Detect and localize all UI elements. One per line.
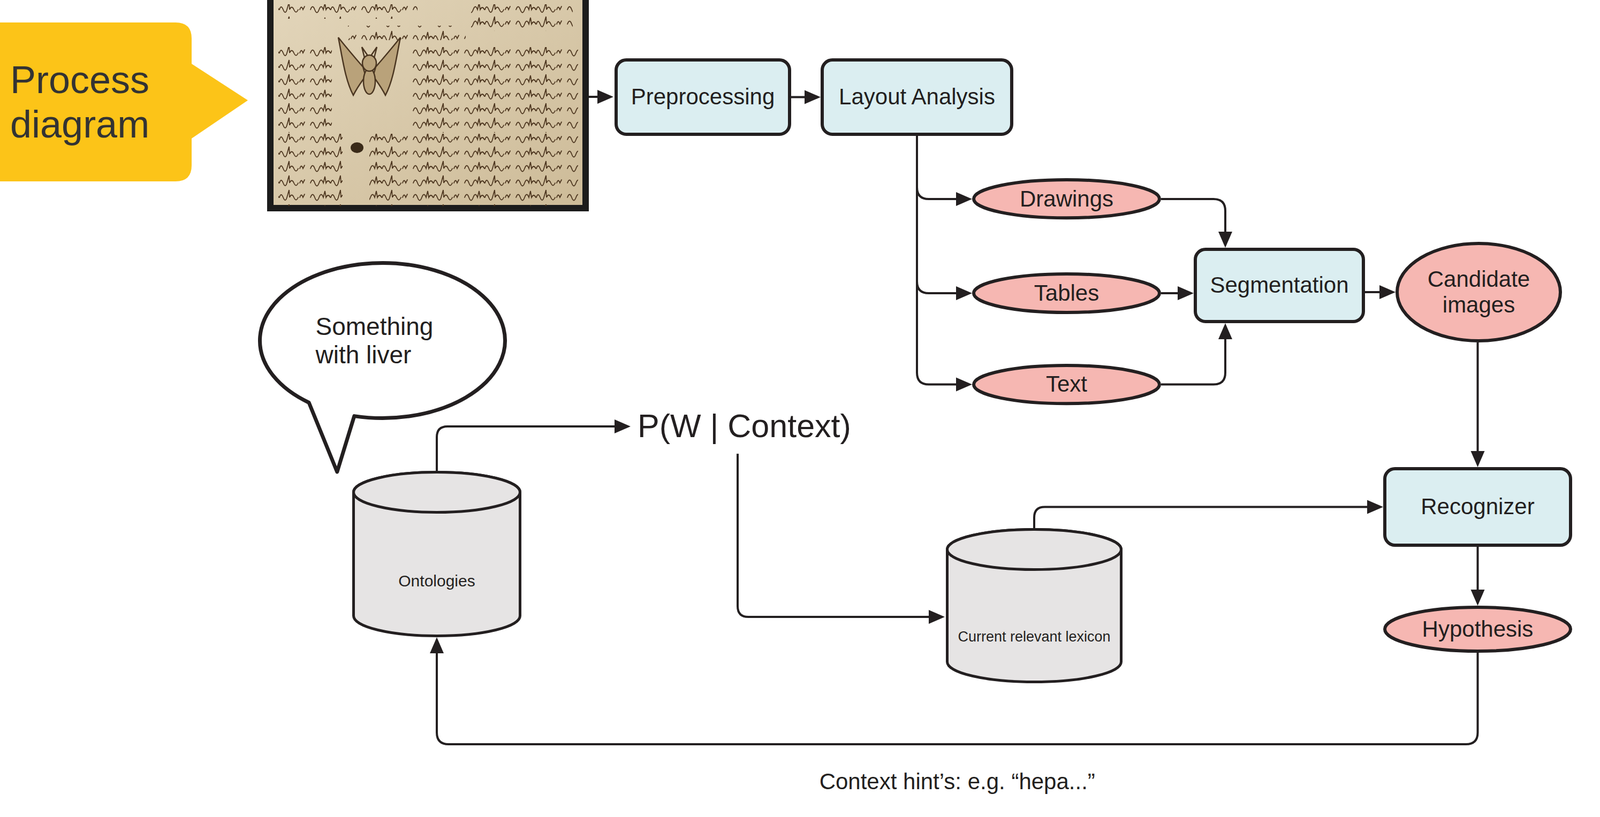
arrow-head <box>597 89 614 104</box>
cylinder-body <box>353 472 521 637</box>
bat-body <box>363 68 376 95</box>
speech-bubble: Something with liver <box>258 261 507 421</box>
connector-line <box>1161 334 1226 385</box>
manuscript-page <box>270 0 586 209</box>
cylinder-cap <box>947 529 1122 571</box>
node-label: Hypothesis <box>1422 616 1534 643</box>
connector-arrow <box>1161 286 1194 301</box>
handwriting-block <box>409 47 579 133</box>
data-ellipse: Drawings <box>972 178 1162 220</box>
bat-sketch <box>338 37 401 96</box>
arrow-head <box>1470 589 1485 606</box>
data-ellipse: Tables <box>972 272 1162 315</box>
connector-arrow <box>916 135 973 207</box>
node-label: Something with liver <box>315 312 450 370</box>
connector-line <box>916 135 962 294</box>
data-ellipse: Hypothesis <box>1383 605 1573 654</box>
connector-line <box>1161 199 1226 238</box>
connector-line <box>916 135 962 200</box>
handwriting-block <box>369 133 579 207</box>
arrow-head <box>1177 286 1194 301</box>
handwriting-block <box>278 47 332 133</box>
node-label: Text <box>1045 371 1088 398</box>
connector-arrow <box>1470 547 1485 606</box>
arrow-head <box>614 419 631 434</box>
handwriting-block <box>347 25 466 41</box>
node-label: Segmentation <box>1209 272 1349 299</box>
connector-line <box>1476 547 1480 596</box>
connector-arrow <box>791 90 821 105</box>
callout-shape <box>0 22 248 182</box>
arrow-head <box>1218 323 1233 340</box>
connector-arrow <box>1470 342 1485 468</box>
bubble-outline <box>260 263 506 473</box>
node-label: Tables <box>1034 280 1099 307</box>
bat-wing <box>373 37 401 96</box>
callout-outline <box>0 22 192 182</box>
bat-wing <box>338 37 366 96</box>
process-box: Layout Analysis <box>820 58 1014 136</box>
connector-line <box>1476 342 1480 457</box>
cylinder-outline <box>352 471 522 638</box>
node-label: Drawings <box>1019 186 1114 212</box>
arrow-head <box>928 610 945 625</box>
arrow-head <box>1218 231 1233 248</box>
database-cylinder: Ontologies <box>352 471 522 638</box>
database-cylinder: Current relevant lexicon <box>945 528 1123 684</box>
process-box: Recognizer <box>1383 467 1573 548</box>
ellipse-outline <box>973 365 1160 404</box>
node-label: Ontologies <box>398 572 475 591</box>
node-label: Current relevant lexicon <box>957 628 1111 646</box>
arrow-head <box>1470 451 1485 468</box>
connector-arrow <box>1161 199 1233 248</box>
arrow-head <box>1367 500 1384 515</box>
data-ellipse: Text <box>972 364 1162 406</box>
arrow-head <box>956 377 973 392</box>
node-label: Process diagram <box>10 57 171 147</box>
small-sketch <box>350 142 364 154</box>
data-ellipse: Candidate images <box>1395 241 1562 343</box>
formula-label: P(W | Context) <box>637 406 852 446</box>
connector-arrow <box>1161 323 1233 385</box>
connector-line <box>1034 507 1373 529</box>
edge-label: Context hint’s: e.g. “hepa...” <box>819 768 1096 796</box>
arrow-head <box>429 637 444 654</box>
connector-line <box>916 135 962 385</box>
node-label: Candidate images <box>1420 266 1538 319</box>
cylinder-body <box>947 529 1122 683</box>
callout-tag: Process diagram <box>0 22 192 182</box>
node-label: Preprocessing <box>631 84 775 110</box>
ellipse-outline <box>973 274 1160 313</box>
arrow-head <box>804 90 821 105</box>
process-box: Preprocessing <box>614 58 792 136</box>
connector-arrow <box>1365 285 1396 300</box>
ellipse-outline <box>1397 243 1561 341</box>
arrow-head <box>956 192 973 207</box>
handwriting-block <box>278 133 343 207</box>
cylinder-cap <box>353 472 521 513</box>
bat-ear <box>361 47 377 58</box>
connector-arrow <box>916 135 973 301</box>
process-box: Segmentation <box>1193 247 1366 324</box>
node-label: Recognizer <box>1420 494 1535 520</box>
ellipse-outline <box>1384 607 1571 652</box>
lexicon-arrow <box>737 453 934 618</box>
handwriting-block <box>278 4 418 19</box>
manuscript-image <box>270 0 586 209</box>
node-label: Layout Analysis <box>838 84 996 110</box>
ellipse-outline <box>973 179 1160 218</box>
handwriting-block <box>471 4 573 32</box>
cylinder-outline <box>945 528 1123 684</box>
arrow-head <box>1379 285 1396 300</box>
arrow-head <box>956 286 973 301</box>
ontology-arrow <box>436 426 619 472</box>
connector-arrow <box>916 135 973 392</box>
connector-arrow <box>1034 500 1384 529</box>
